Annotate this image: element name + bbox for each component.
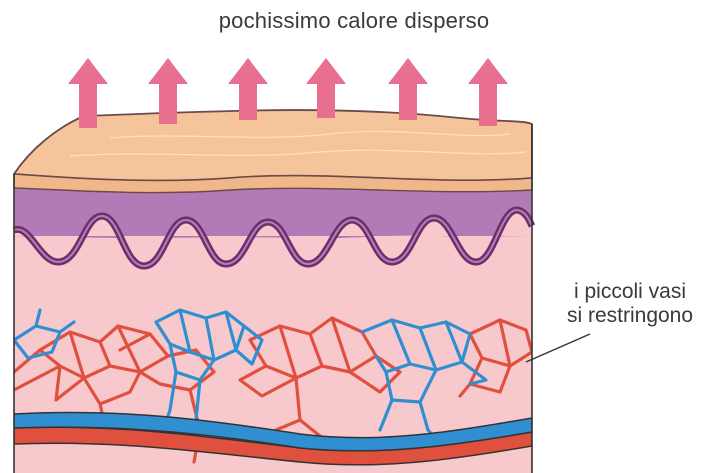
vasoconstriction-label-line2: si restringono: [552, 304, 708, 328]
vasoconstriction-label: i piccoli vasi si restringono: [552, 280, 708, 328]
heat-arrow-icon: [468, 58, 508, 126]
heat-loss-label: pochissimo calore disperso: [0, 8, 708, 34]
heat-arrow-icon: [306, 58, 346, 118]
heat-arrow-icon: [388, 58, 428, 120]
label-leader-line: [526, 334, 590, 362]
vasoconstriction-label-line1: i piccoli vasi: [552, 280, 708, 304]
